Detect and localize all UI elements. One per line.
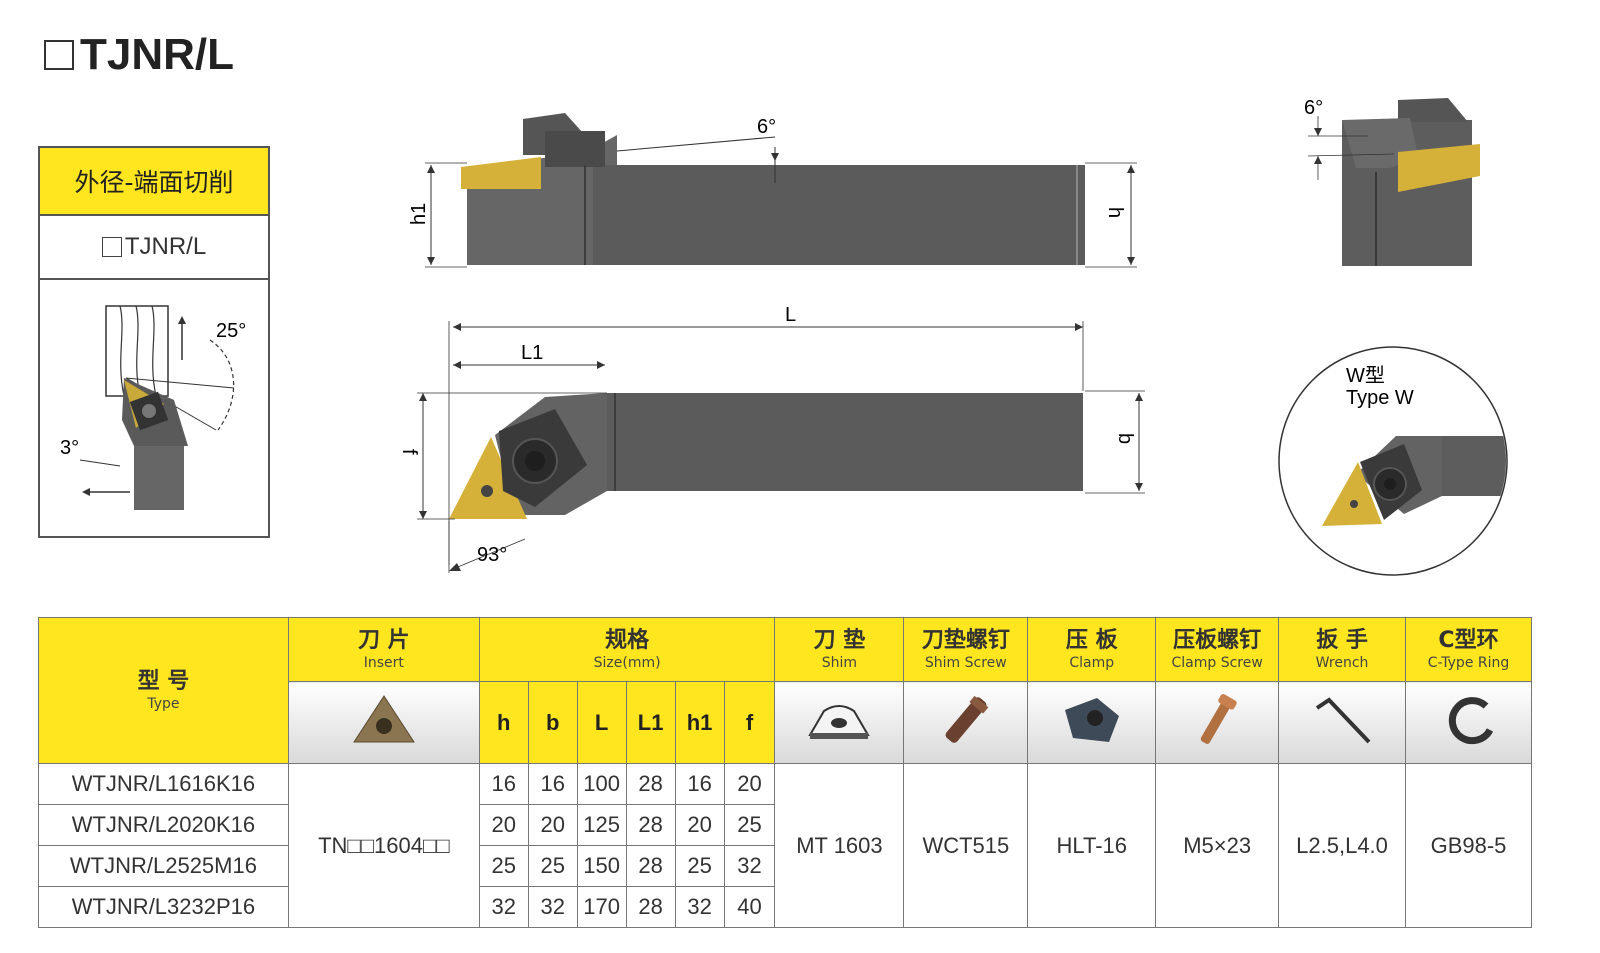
clamp-screw-icon	[1200, 694, 1237, 744]
shim-screw-icon	[945, 695, 989, 743]
c-ring-icon	[1448, 697, 1493, 745]
dim-h1: h1	[674, 681, 725, 764]
L1-label: L1	[521, 342, 543, 364]
c-ring-image	[1405, 681, 1532, 764]
header-clamp: 压 板 Clamp	[1027, 617, 1157, 682]
dim-b: b	[527, 681, 578, 764]
value-cell: 16	[478, 763, 529, 805]
type-cell: WTJNR/L1616K16	[38, 763, 289, 805]
wrench-image	[1278, 681, 1406, 764]
header-type: 型 号 Type	[38, 617, 289, 764]
value-cell: 100	[576, 763, 627, 805]
value-cell: 16	[674, 763, 725, 805]
clamp-cell: HLT-16	[1027, 763, 1157, 928]
header-clamp-screw: 压板螺钉 Clamp Screw	[1155, 617, 1280, 682]
L-label: L	[785, 304, 796, 326]
insert-cell: TN□□1604□□	[287, 763, 480, 928]
spec-table: 型 号 Type 刀 片 Insert 规格 Size(mm) 刀 垫 Shim…	[38, 617, 1532, 928]
application-diagram: 25° 3°	[60, 305, 246, 510]
value-cell: 25	[674, 845, 725, 887]
shim-icon	[808, 705, 871, 739]
value-cell: 20	[723, 763, 776, 805]
insert-icon	[352, 695, 415, 743]
lead-angle-label: 93°	[477, 544, 507, 566]
angle-3-label: 3°	[60, 437, 79, 459]
header-size: 规格 Size(mm)	[478, 617, 776, 682]
value-cell: 28	[625, 886, 676, 928]
value-cell: 32	[527, 886, 578, 928]
value-cell: 125	[576, 804, 627, 846]
value-cell: 28	[625, 804, 676, 846]
value-cell: 25	[478, 845, 529, 887]
application-model: TJNR/L	[40, 216, 268, 280]
value-cell: 20	[478, 804, 529, 846]
h-label: h	[1104, 207, 1126, 218]
value-cell: 32	[478, 886, 529, 928]
top-angle-label: 6°	[757, 116, 776, 138]
shim-image	[774, 681, 905, 764]
wrench-icon	[1315, 697, 1371, 744]
value-cell: 32	[723, 845, 776, 887]
value-cell: 28	[625, 763, 676, 805]
value-cell: 32	[674, 886, 725, 928]
shim-cell: MT 1603	[774, 763, 905, 928]
table-row: WTJNR/L1616K16 TN□□1604□□ 16 16 100 28 1…	[38, 763, 1532, 928]
end-view-drawing: 6°	[1304, 97, 1480, 266]
end-angle-label: 6°	[1304, 97, 1323, 119]
header-c-ring: C型环 C-Type Ring	[1405, 617, 1532, 682]
page-title: TJNR/L	[44, 30, 234, 80]
header-shim: 刀 垫 Shim	[774, 617, 905, 682]
shim-screw-image	[903, 681, 1029, 764]
type-w-detail: W型 Type W	[1278, 346, 1508, 576]
type-w-en-label: Type W	[1346, 387, 1414, 409]
dim-h: h	[478, 681, 529, 764]
table-row: WTJNR/L2525M16 25 25 150 28 25 32	[38, 845, 1532, 887]
dim-L: L	[576, 681, 627, 764]
clamp-image	[1027, 681, 1157, 764]
dim-L1: L1	[625, 681, 676, 764]
header-insert: 刀 片 Insert	[287, 617, 480, 682]
header-wrench: 扳 手 Wrench	[1278, 617, 1406, 682]
b-label: b	[1114, 433, 1136, 444]
checkbox-square-icon	[101, 237, 122, 257]
f-label: f	[398, 449, 420, 455]
value-cell: 25	[527, 845, 578, 887]
value-cell: 25	[723, 804, 776, 846]
clamp-screw-cell: M5×23	[1155, 763, 1280, 928]
value-cell: 20	[527, 804, 578, 846]
value-cell: 16	[527, 763, 578, 805]
clamp-icon	[1064, 698, 1119, 742]
value-cell: 40	[723, 886, 776, 928]
value-cell: 28	[625, 845, 676, 887]
type-cell: WTJNR/L2020K16	[38, 804, 289, 846]
table-row: WTJNR/L3232P16 32 32 170 28 32 40	[38, 886, 1532, 928]
shim-screw-cell: WCT515	[903, 763, 1029, 928]
table-header-row: 型 号 Type 刀 片 Insert 规格 Size(mm) 刀 垫 Shim…	[38, 617, 1532, 764]
h1-label: h1	[408, 203, 430, 225]
application-box: 外径-端面切削 TJNR/L 25° 3°	[38, 146, 270, 538]
type-cell: WTJNR/L2525M16	[38, 845, 289, 887]
checkbox-square-icon	[44, 40, 74, 70]
clamp-screw-image	[1155, 681, 1280, 764]
application-heading: 外径-端面切削	[40, 148, 268, 216]
type-w-cn-label: W型	[1346, 364, 1385, 387]
angle-25-label: 25°	[216, 320, 246, 342]
type-cell: WTJNR/L3232P16	[38, 886, 289, 928]
value-cell: 170	[576, 886, 627, 928]
c-ring-cell: GB98-5	[1405, 763, 1532, 928]
dim-f: f	[723, 681, 776, 764]
value-cell: 20	[674, 804, 725, 846]
wrench-cell: L2.5,L4.0	[1278, 763, 1406, 928]
value-cell: 150	[576, 845, 627, 887]
insert-image	[287, 681, 480, 764]
tool-drawing: 6° h1 h L L1 f b 93°	[398, 113, 1145, 573]
header-shim-screw: 刀垫螺钉 Shim Screw	[903, 617, 1029, 682]
